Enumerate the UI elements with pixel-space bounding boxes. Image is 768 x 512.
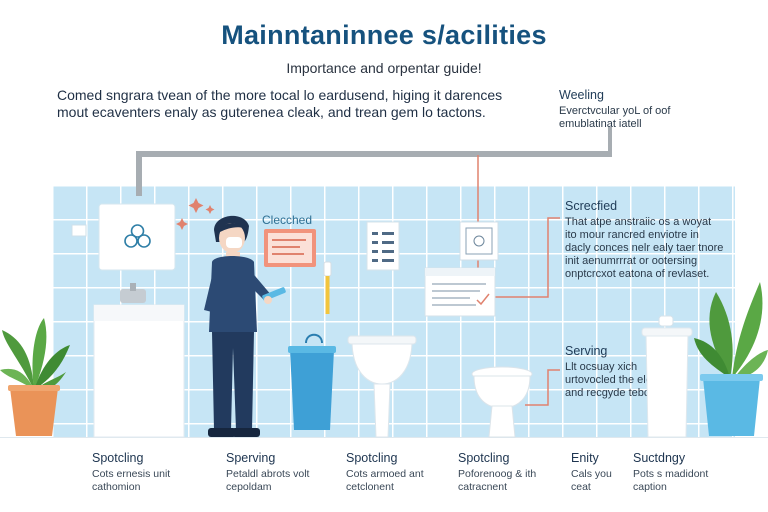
leader-line-serving xyxy=(525,369,560,406)
caption-1-text: Cots ernesis unit cathomion xyxy=(92,468,171,493)
note-top-right-title: Weeling xyxy=(559,88,604,102)
right-drop-pipe xyxy=(608,127,612,155)
note-middle-right-title: Screcfied xyxy=(565,199,618,213)
caption-4-title: Spotcling xyxy=(458,451,510,465)
caption-5-title: Enity xyxy=(571,451,599,465)
caption-5: Enity Cals you ceat xyxy=(571,451,631,494)
caption-4: Spotcling Poforenoog & ith catracnent xyxy=(458,451,578,494)
caption-1: Spotcling Cots ernesis unit cathomion xyxy=(92,451,212,494)
bucket xyxy=(288,333,336,430)
left-drop-pipe xyxy=(136,151,142,196)
caption-3-title: Spotcling xyxy=(346,451,398,465)
sparkle-icon xyxy=(176,218,188,230)
ceiling-pipe xyxy=(136,151,612,157)
wall-document xyxy=(424,267,496,317)
face-mask xyxy=(226,237,242,248)
leader-line-screcfied xyxy=(493,217,560,298)
caption-6-text: Pots s madidont caption xyxy=(633,468,709,493)
caption-3-text: Cots armoed ant cetclonent xyxy=(346,468,424,493)
note-top-right-text: Everctvcular yoL of oof emublatinat iate… xyxy=(559,105,671,130)
caption-2: Sperving Petaldl abrots volt cepoldam xyxy=(226,451,346,494)
caption-1-title: Spotcling xyxy=(92,451,144,465)
sparkle-icon xyxy=(188,198,204,213)
caption-5-text: Cals you ceat xyxy=(571,468,612,493)
maintenance-worker xyxy=(204,215,286,437)
mop xyxy=(323,261,332,314)
page-title: Mainntaninnee s/acilities xyxy=(221,20,547,50)
caption-6: Suctdngy Pots s madidont caption xyxy=(633,451,743,494)
caption-3: Spotcling Cots armoed ant cetclonent xyxy=(346,451,466,494)
wall-sign xyxy=(98,203,176,271)
sink-left xyxy=(93,283,185,438)
toilet xyxy=(471,366,533,438)
note-top-right: Weeling Everctvcular yoL of oof emublati… xyxy=(559,89,709,131)
checklist-label: Clecched xyxy=(262,213,313,227)
caption-4-text: Poforenoog & ith catracnent xyxy=(458,468,537,493)
plant-left xyxy=(0,318,70,436)
info-sheet xyxy=(366,221,400,271)
note-middle-right: Screcfied That atpe anstraiic os a woyat… xyxy=(565,200,725,281)
caption-6-title: Suctdngy xyxy=(633,451,686,465)
note-lower-right-title: Serving xyxy=(565,344,608,358)
wall-outlet xyxy=(71,224,87,237)
checklist-board xyxy=(264,229,316,267)
page-subtitle: Importance and orpentar guide! xyxy=(286,60,482,76)
wall-fixture-right xyxy=(641,315,693,438)
note-middle-right-text: That atpe anstraiic os a woyat ito mour … xyxy=(565,216,724,280)
plant-right xyxy=(694,282,768,436)
caption-2-text: Petaldl abrots volt cepoldam xyxy=(226,468,310,493)
intro-paragraph: Comed sngrara tvean of the more tocal lo… xyxy=(57,87,503,120)
sparkle-icon xyxy=(205,205,215,214)
sparkle-icons xyxy=(176,198,215,230)
sink-center xyxy=(347,335,417,438)
caption-2-title: Sperving xyxy=(226,451,276,465)
control-panel xyxy=(459,221,499,261)
